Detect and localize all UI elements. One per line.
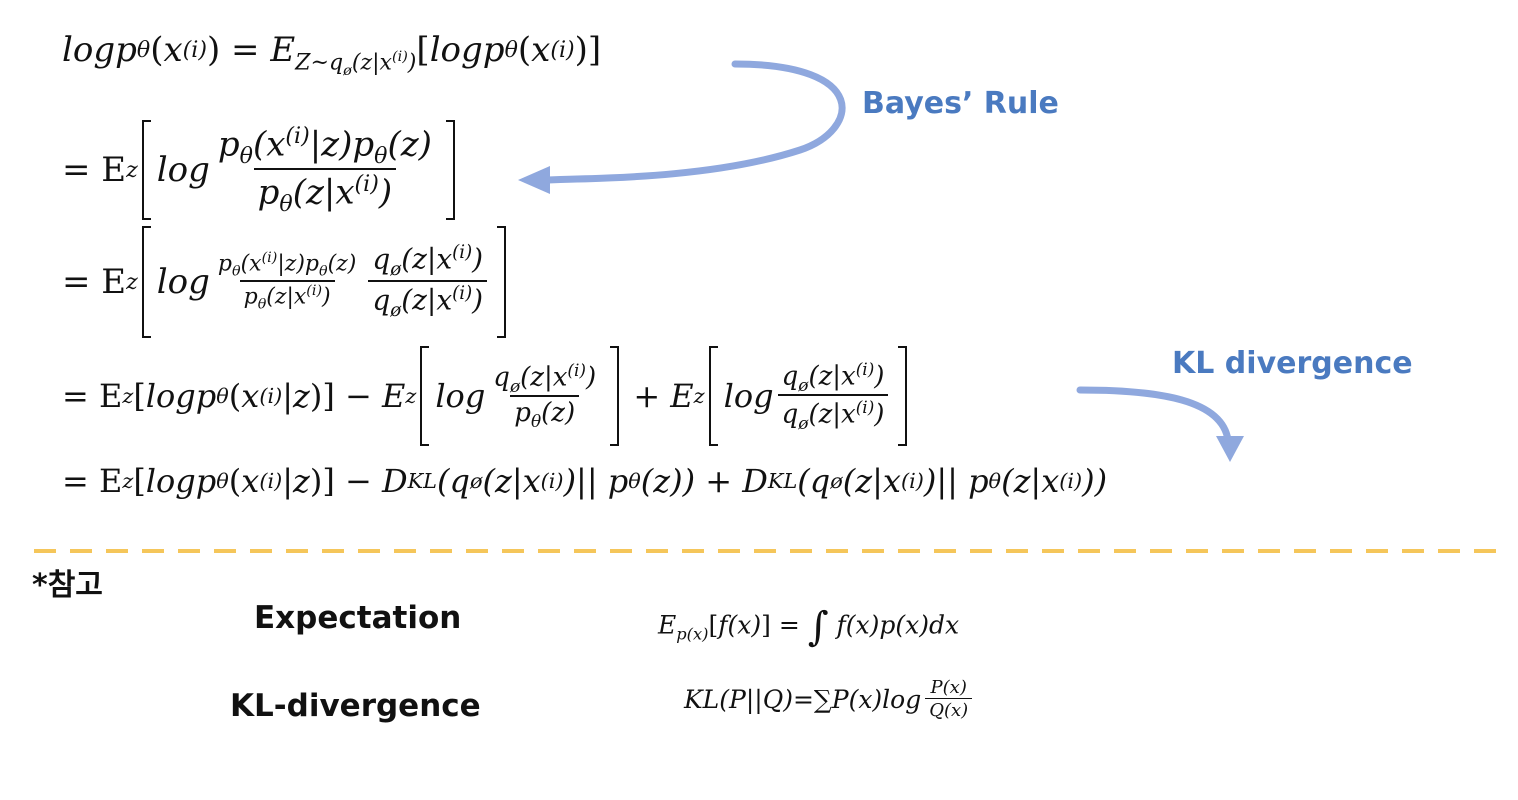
line1-inner: logp	[429, 30, 505, 70]
expectation-formula: Ep(x)[f(x)] = ∫ f(x)p(x)dx	[658, 604, 960, 650]
bayes-arrow	[541, 60, 846, 184]
kl-divergence-ref-label: KL-divergence	[230, 688, 481, 724]
reference-heading: *참고	[32, 568, 103, 603]
kl-divergence-label: KL divergence	[1172, 346, 1413, 381]
kl-divergence-formula: KL(P||Q)=∑ P(x)log P(x) Q(x)	[684, 678, 976, 721]
bayes-arrow-head	[518, 166, 550, 194]
kl-arrow	[1076, 386, 1232, 444]
expectation-label: Expectation	[254, 600, 462, 636]
bayes-rule-label: Bayes’ Rule	[862, 86, 1059, 121]
line1-lhs: logp	[62, 30, 137, 70]
line1-expectation: E	[270, 30, 296, 70]
kl-arrow-head	[1216, 436, 1244, 462]
